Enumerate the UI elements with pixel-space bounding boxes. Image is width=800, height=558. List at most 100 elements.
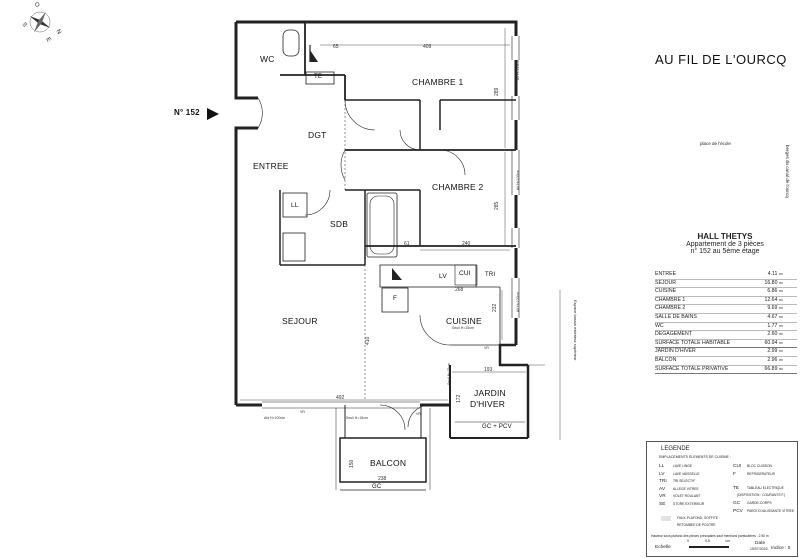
surface-value: 1.77 m² [767,322,783,329]
scale-0: 0 [687,539,689,543]
surface-value: 2.96 m² [767,356,783,363]
surface-row: ENTREE 4.11 m² [655,271,797,280]
room-f: F [393,295,398,302]
legend-hauteur: Hauteur sous plafond des pièces principa… [651,534,769,538]
surface-value: 9.69 m² [767,305,783,312]
scale-bar [689,546,729,548]
room-wc: WC [260,54,275,64]
room-cuisine: CUISINE [446,316,482,326]
surface-row: CHAMBRE 1 12.64 m² [655,297,797,306]
surface-row: CHAMBRE 2 9.69 m² [655,305,797,314]
room-lv: LV [439,273,447,280]
legend-faux-plafond: FAUX-PLAFOND, SOFFITE [677,516,719,520]
hall-name: HALL THETYS [697,232,753,241]
room-te: TE [314,74,323,80]
legend-date-label: Date [755,541,766,546]
dim-232: 232 [492,303,498,312]
scale-05: 0.5 [705,539,710,543]
surface-value: 4.11 m² [767,271,783,277]
hall-type: Appartement de 3 pièces [686,241,764,248]
dim-238: 238 [378,476,387,482]
faux-plafond-swatch [661,516,671,521]
room-dgt: DGT [308,130,327,140]
surface-name: JARDIN D'HIVER [655,348,696,355]
surface-name: BALCON [655,356,677,363]
dim-150: 150 [349,459,355,468]
room-gc-pcv: GC + PCV [482,424,512,430]
room-balcon: BALCON [370,458,407,468]
room-dhiver: D'HIVER [470,399,506,409]
surface-name: CHAMBRE 1 [655,296,686,303]
dim-240: 240 [462,241,471,247]
surface-name: SEJOUR [655,279,677,286]
dim-268: 268 [455,287,464,293]
hall-number: n° 152 au 5ème étage [690,248,760,255]
room-entree: ENTREE [253,161,289,171]
floor-plan [29,11,561,491]
locator-top-label: place de l'école [700,141,731,146]
legend-subtitle: EMPLACEMENTS ELEMENTS DE CUISINE : [659,455,731,459]
surface-name: DEGAGEMENT [655,331,692,338]
apartment-marker: N° 152 [174,108,200,117]
surface-value: 16.80 m² [764,279,783,286]
legend-te-note: (DISPOSITION : COURANTS F.) [737,493,786,497]
surface-value: 60.94 m² [764,339,783,346]
surface-row: SALLE DE BAINS 4.67 m² [655,314,797,323]
room-chambre2: CHAMBRE 2 [432,182,484,192]
room-gc: GC [372,484,382,490]
legend-echelle: Echelle [655,545,671,550]
surface-row: DEGAGEMENT 2.60 m² [655,331,797,340]
legend-date: 15/07/2016 [750,547,768,551]
surface-row: BALCON 2.96 m² [655,357,797,366]
project-title: AU FIL DE L'OURCQ [655,52,787,67]
dim-61: 61 [404,241,410,247]
legend-box: LEGENDE EMPLACEMENTS ELEMENTS DE CUISINE… [646,441,798,557]
surface-value: 4.67 m² [767,313,783,320]
room-sdb: SDB [330,219,349,229]
note-vr-c: VR [416,412,421,416]
note-av100: AV H=100cm [516,169,521,191]
surface-value: 2.60 m² [767,331,783,338]
note-vr-b: VR [300,410,305,414]
dim-65: 65 [333,44,339,50]
legend-retombee: RETOMBEE DE POUTRE [677,523,716,527]
room-ll: LL [291,202,299,209]
surface-value: 12.64 m² [764,296,783,303]
side-label: Espace bassin extérieur supérieur [573,300,578,361]
dim-409: 409 [423,44,432,50]
note-av100-b: AV H=100cm [516,291,521,313]
room-tri: TRI [485,272,496,278]
locator-side-label: berges du canal de l'ourcq [785,145,790,198]
surface-row: WC 1.77 m² [655,323,797,332]
surface-name: ENTREE [655,271,677,277]
surface-name: WC [655,322,664,329]
legend-title: LEGENDE [661,446,690,452]
legend-indice: Indice : 0 [771,546,791,551]
dim-285: 285 [494,201,500,210]
room-jardin: JARDIN [474,388,506,398]
note-al: Ald H=100cm [264,416,286,420]
surface-name: SALLE DE BAINS [655,313,697,320]
note-sb: Seuil H=15cm [346,416,368,420]
surface-value: 66.89 m² [764,365,783,372]
surface-name: CHAMBRE 2 [655,305,686,312]
dim-172: 172 [456,394,462,403]
note-vr: VR [484,346,489,350]
dim-410: 410 [365,336,371,345]
note-seuil: Seuil H=15cm [446,363,451,385]
note-ssa: Seuil H=15cm [452,326,474,330]
